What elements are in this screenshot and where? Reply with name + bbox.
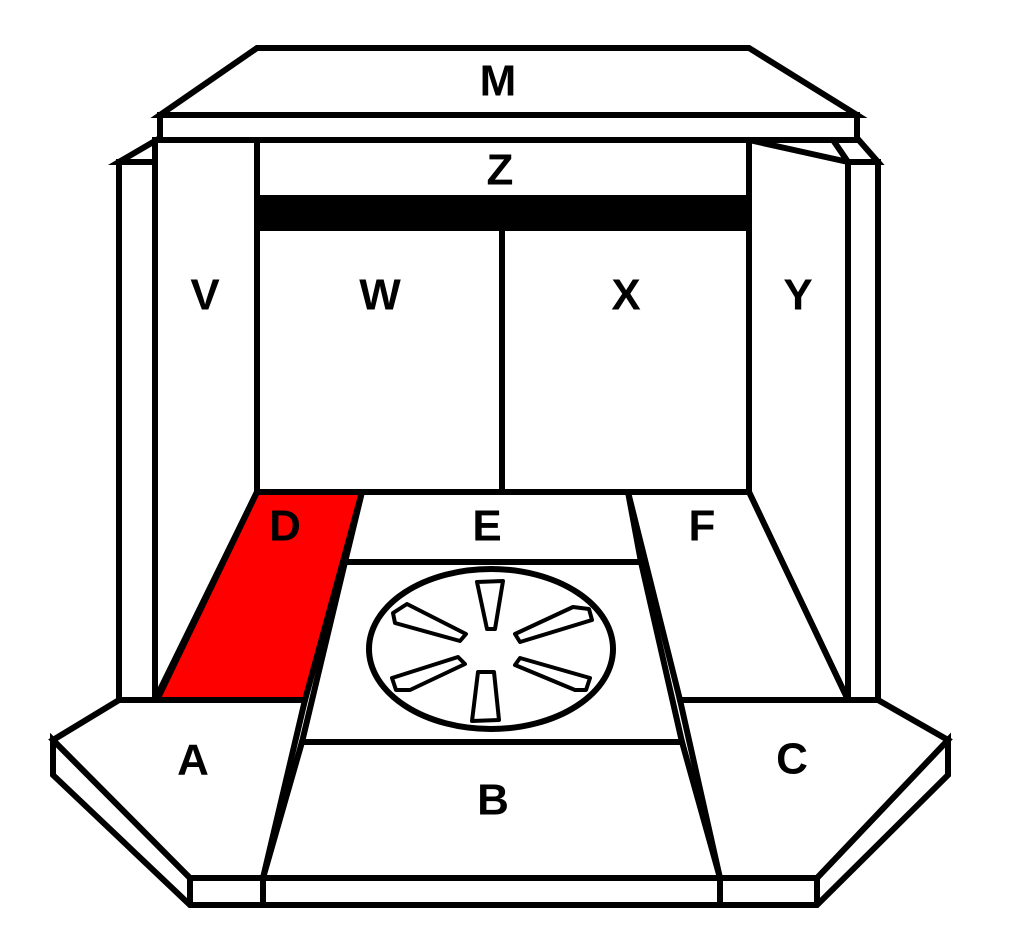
label-b: B <box>477 776 509 825</box>
label-d: D <box>269 502 301 551</box>
brick-m-front[interactable] <box>157 112 860 143</box>
black-bar <box>257 195 749 228</box>
brick-f[interactable] <box>624 489 853 703</box>
label-x: X <box>611 271 640 320</box>
label-c: C <box>776 735 808 784</box>
label-w: W <box>359 271 401 320</box>
label-e: E <box>472 502 501 551</box>
brick-z[interactable] <box>254 137 752 203</box>
brick-d[interactable] <box>152 489 366 703</box>
label-z: Z <box>487 146 514 195</box>
label-y: Y <box>783 271 812 320</box>
label-f: F <box>689 502 716 551</box>
label-m: M <box>480 57 517 106</box>
label-v: V <box>190 271 220 320</box>
grate-icon <box>366 566 616 732</box>
brick-x[interactable] <box>499 225 752 495</box>
brick-w[interactable] <box>254 225 505 495</box>
label-a: A <box>177 736 209 785</box>
